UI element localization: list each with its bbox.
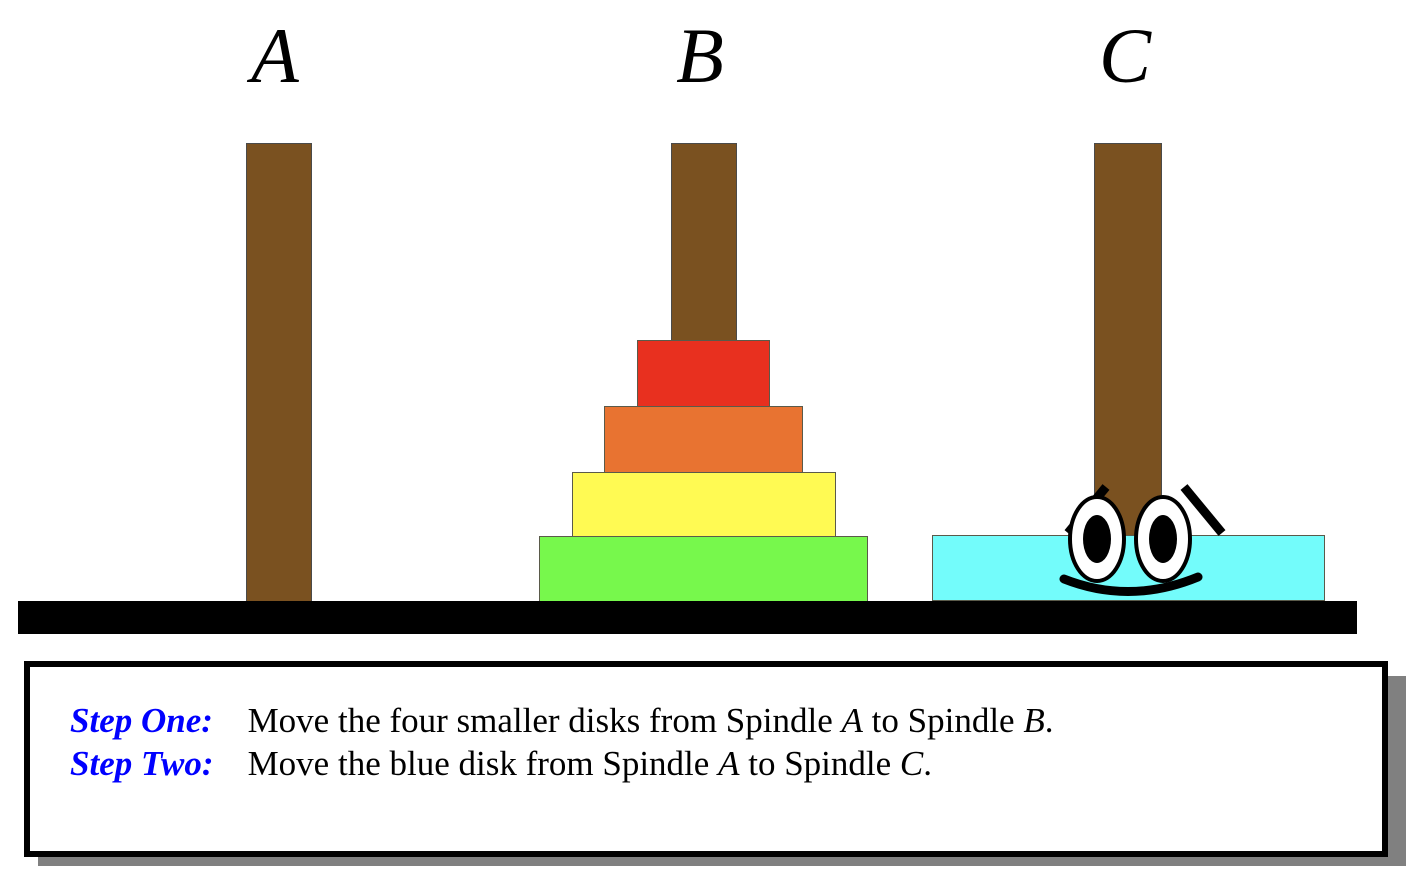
step-two-to-spindle: C: [899, 744, 924, 784]
step-one-text-before: Move the four smaller disks from Spindle: [247, 701, 842, 740]
instruction-box: Step One: Move the four smaller disks fr…: [24, 661, 1388, 857]
smiley-face: [1059, 484, 1226, 596]
base-bar: [18, 601, 1357, 634]
spindle-label-a: A: [251, 12, 299, 99]
step-one-label: Step One:: [70, 701, 213, 740]
instruction-list: Step One: Move the four smaller disks fr…: [70, 700, 1053, 787]
disk-blue[interactable]: [932, 535, 1325, 601]
instruction-row-two: Step Two: Move the blue disk from Spindl…: [70, 743, 1053, 786]
right-pupil-icon: [1149, 515, 1177, 563]
step-one-to-spindle: B: [1023, 701, 1045, 740]
left-pupil-icon: [1083, 515, 1111, 563]
disk-orange[interactable]: [604, 406, 803, 474]
step-two-text-before: Move the blue disk from Spindle: [247, 744, 719, 784]
step-two-from-spindle: A: [718, 744, 740, 784]
right-eyebrow-icon: [1180, 484, 1226, 536]
step-two-text-middle: to Spindle: [739, 744, 900, 784]
step-one-text-middle: to Spindle: [862, 701, 1024, 740]
step-two-label: Step Two:: [70, 744, 214, 784]
mouth-icon: [1059, 572, 1203, 596]
disk-green[interactable]: [539, 536, 868, 602]
disk-yellow[interactable]: [572, 472, 836, 540]
spindle-post-a[interactable]: [246, 143, 312, 602]
step-two-text-after: .: [923, 744, 933, 784]
step-one-text: Move the four smaller disks from Spindle…: [248, 700, 1054, 743]
step-one-from-spindle: A: [841, 701, 863, 740]
instruction-row-one: Step One: Move the four smaller disks fr…: [70, 700, 1053, 743]
spindle-label-c: C: [1098, 12, 1152, 99]
step-one-text-after: .: [1044, 701, 1054, 740]
spindle-label-b: B: [676, 12, 724, 99]
disk-red[interactable]: [637, 340, 770, 408]
step-two-text: Move the blue disk from Spindle A to Spi…: [248, 743, 1054, 786]
